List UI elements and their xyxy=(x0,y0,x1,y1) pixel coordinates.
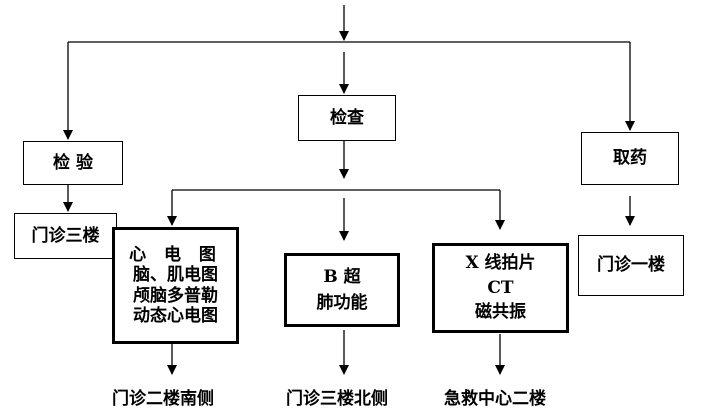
ecg-line-4: 动态心电图 xyxy=(133,305,218,326)
ecg-line-2: 脑、肌电图 xyxy=(133,265,218,286)
medicine-location-label: 门诊一楼 xyxy=(597,255,665,276)
xray-line-1: X 线拍片 xyxy=(465,253,536,274)
xray-group-node: X 线拍片 CT 磁共振 xyxy=(432,243,569,333)
lab-location-label: 门诊三楼 xyxy=(31,225,100,246)
xray-line-2: CT xyxy=(487,277,514,298)
medicine-node: 取药 xyxy=(581,132,679,185)
ultrasound-line-2: 肺功能 xyxy=(316,293,368,313)
medicine-location-node: 门诊一楼 xyxy=(578,235,684,296)
ecg-line-1: 心 电 图 xyxy=(129,244,222,265)
medicine-label: 取药 xyxy=(613,148,647,169)
lab-location-node: 门诊三楼 xyxy=(14,213,117,259)
ultrasound-group-node: B 超 肺功能 xyxy=(284,253,400,327)
xray-destination-label: 急救中心二楼 xyxy=(444,389,546,409)
exam-node: 检查 xyxy=(298,95,396,141)
exam-label: 检查 xyxy=(330,107,364,128)
ultrasound-destination-label: 门诊三楼北侧 xyxy=(286,389,388,409)
ultrasound-line-1: B 超 xyxy=(323,266,361,287)
lab-label: 检 验 xyxy=(53,152,93,173)
ecg-group-node: 心 电 图 脑、肌电图 颅脑多普勒 动态心电图 xyxy=(112,227,239,344)
xray-line-3: 磁共振 xyxy=(475,302,526,323)
ecg-line-3: 颅脑多普勒 xyxy=(133,285,218,306)
lab-node: 检 验 xyxy=(23,141,123,185)
ecg-destination-label: 门诊二楼南侧 xyxy=(112,389,214,409)
